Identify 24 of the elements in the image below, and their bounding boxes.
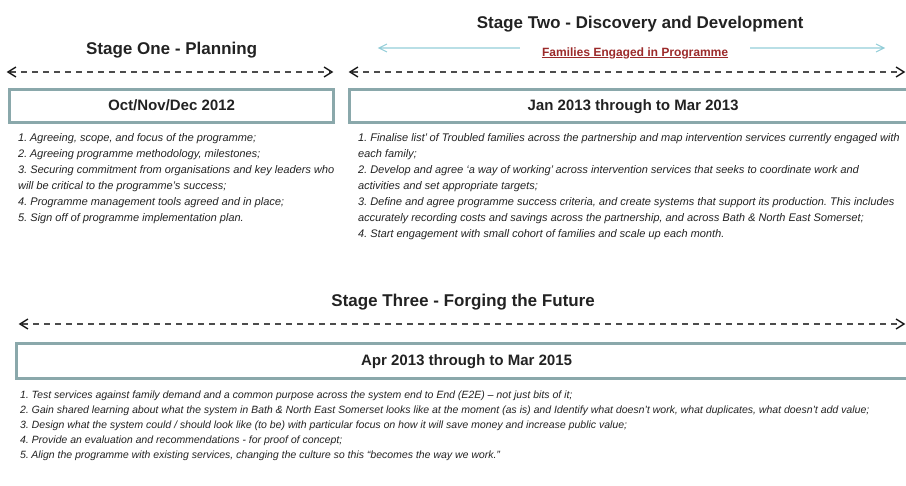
- list-item: 1. Finalise list’ of Troubled families across the partnership and map intervention services currently engaged with each family;: [358, 131, 901, 162]
- list-item: 2. Agreeing programme methodology, milestones;: [18, 147, 262, 162]
- list-item: 2. Develop and agree ‘a way of working’ across intervention services that seeks to coordinate work and activities and set appropriate targets;: [358, 163, 860, 194]
- list-item: 2. Gain shared learning about what the system in Bath & North East Somerset looks like at the moment (as is) and Identify what doesn’t work, what duplicates, what doesn’t add value;: [20, 403, 870, 418]
- list-item: 3. Define and agree programme success criteria, and create systems that support its production. This includes accurately recording costs and savings across the partnership, and across Bath & North East Somerset;: [358, 195, 896, 226]
- stage-heading: Stage Two - Discovery and Development: [476, 13, 804, 32]
- list-item: 1. Agreeing, scope, and focus of the programme;: [18, 131, 258, 146]
- stage-heading: Stage One - Planning: [86, 39, 257, 58]
- list-item: 3. Securing commitment from organisations and key leaders who will be critical to the programme’s success;: [18, 163, 336, 194]
- stage-heading: Stage Three - Forging the Future: [331, 291, 595, 310]
- list-item: 4. Programme management tools agreed and in place;: [18, 195, 285, 210]
- list-item: 5. Align the programme with existing services, changing the culture so this “becomes the way we work.”: [20, 448, 502, 463]
- date-box: [8, 88, 335, 124]
- date-box: [15, 342, 906, 380]
- date-range: Apr 2013 through to Mar 2015: [361, 350, 572, 371]
- date-range: Oct/Nov/Dec 2012: [108, 96, 235, 116]
- list-item: 4. Start engagement with small cohort of families and scale up each month.: [358, 227, 726, 242]
- list-item: 1. Test services against family demand and a common purpose across the system end to End (E2E) – not just bits of it;: [20, 388, 574, 403]
- list-item: 3. Design what the system could / should look like (to be) with particular focus on how it will save money and increase public value;: [20, 418, 628, 433]
- date-box: [348, 88, 906, 124]
- link-text: Families Engaged in Programme: [542, 45, 728, 59]
- date-range: Jan 2013 through to Mar 2013: [528, 96, 738, 116]
- list-item: 5. Sign off of programme implementation plan.: [18, 211, 245, 226]
- list-item: 4. Provide an evaluation and recommendations - for proof of concept;: [20, 433, 344, 448]
